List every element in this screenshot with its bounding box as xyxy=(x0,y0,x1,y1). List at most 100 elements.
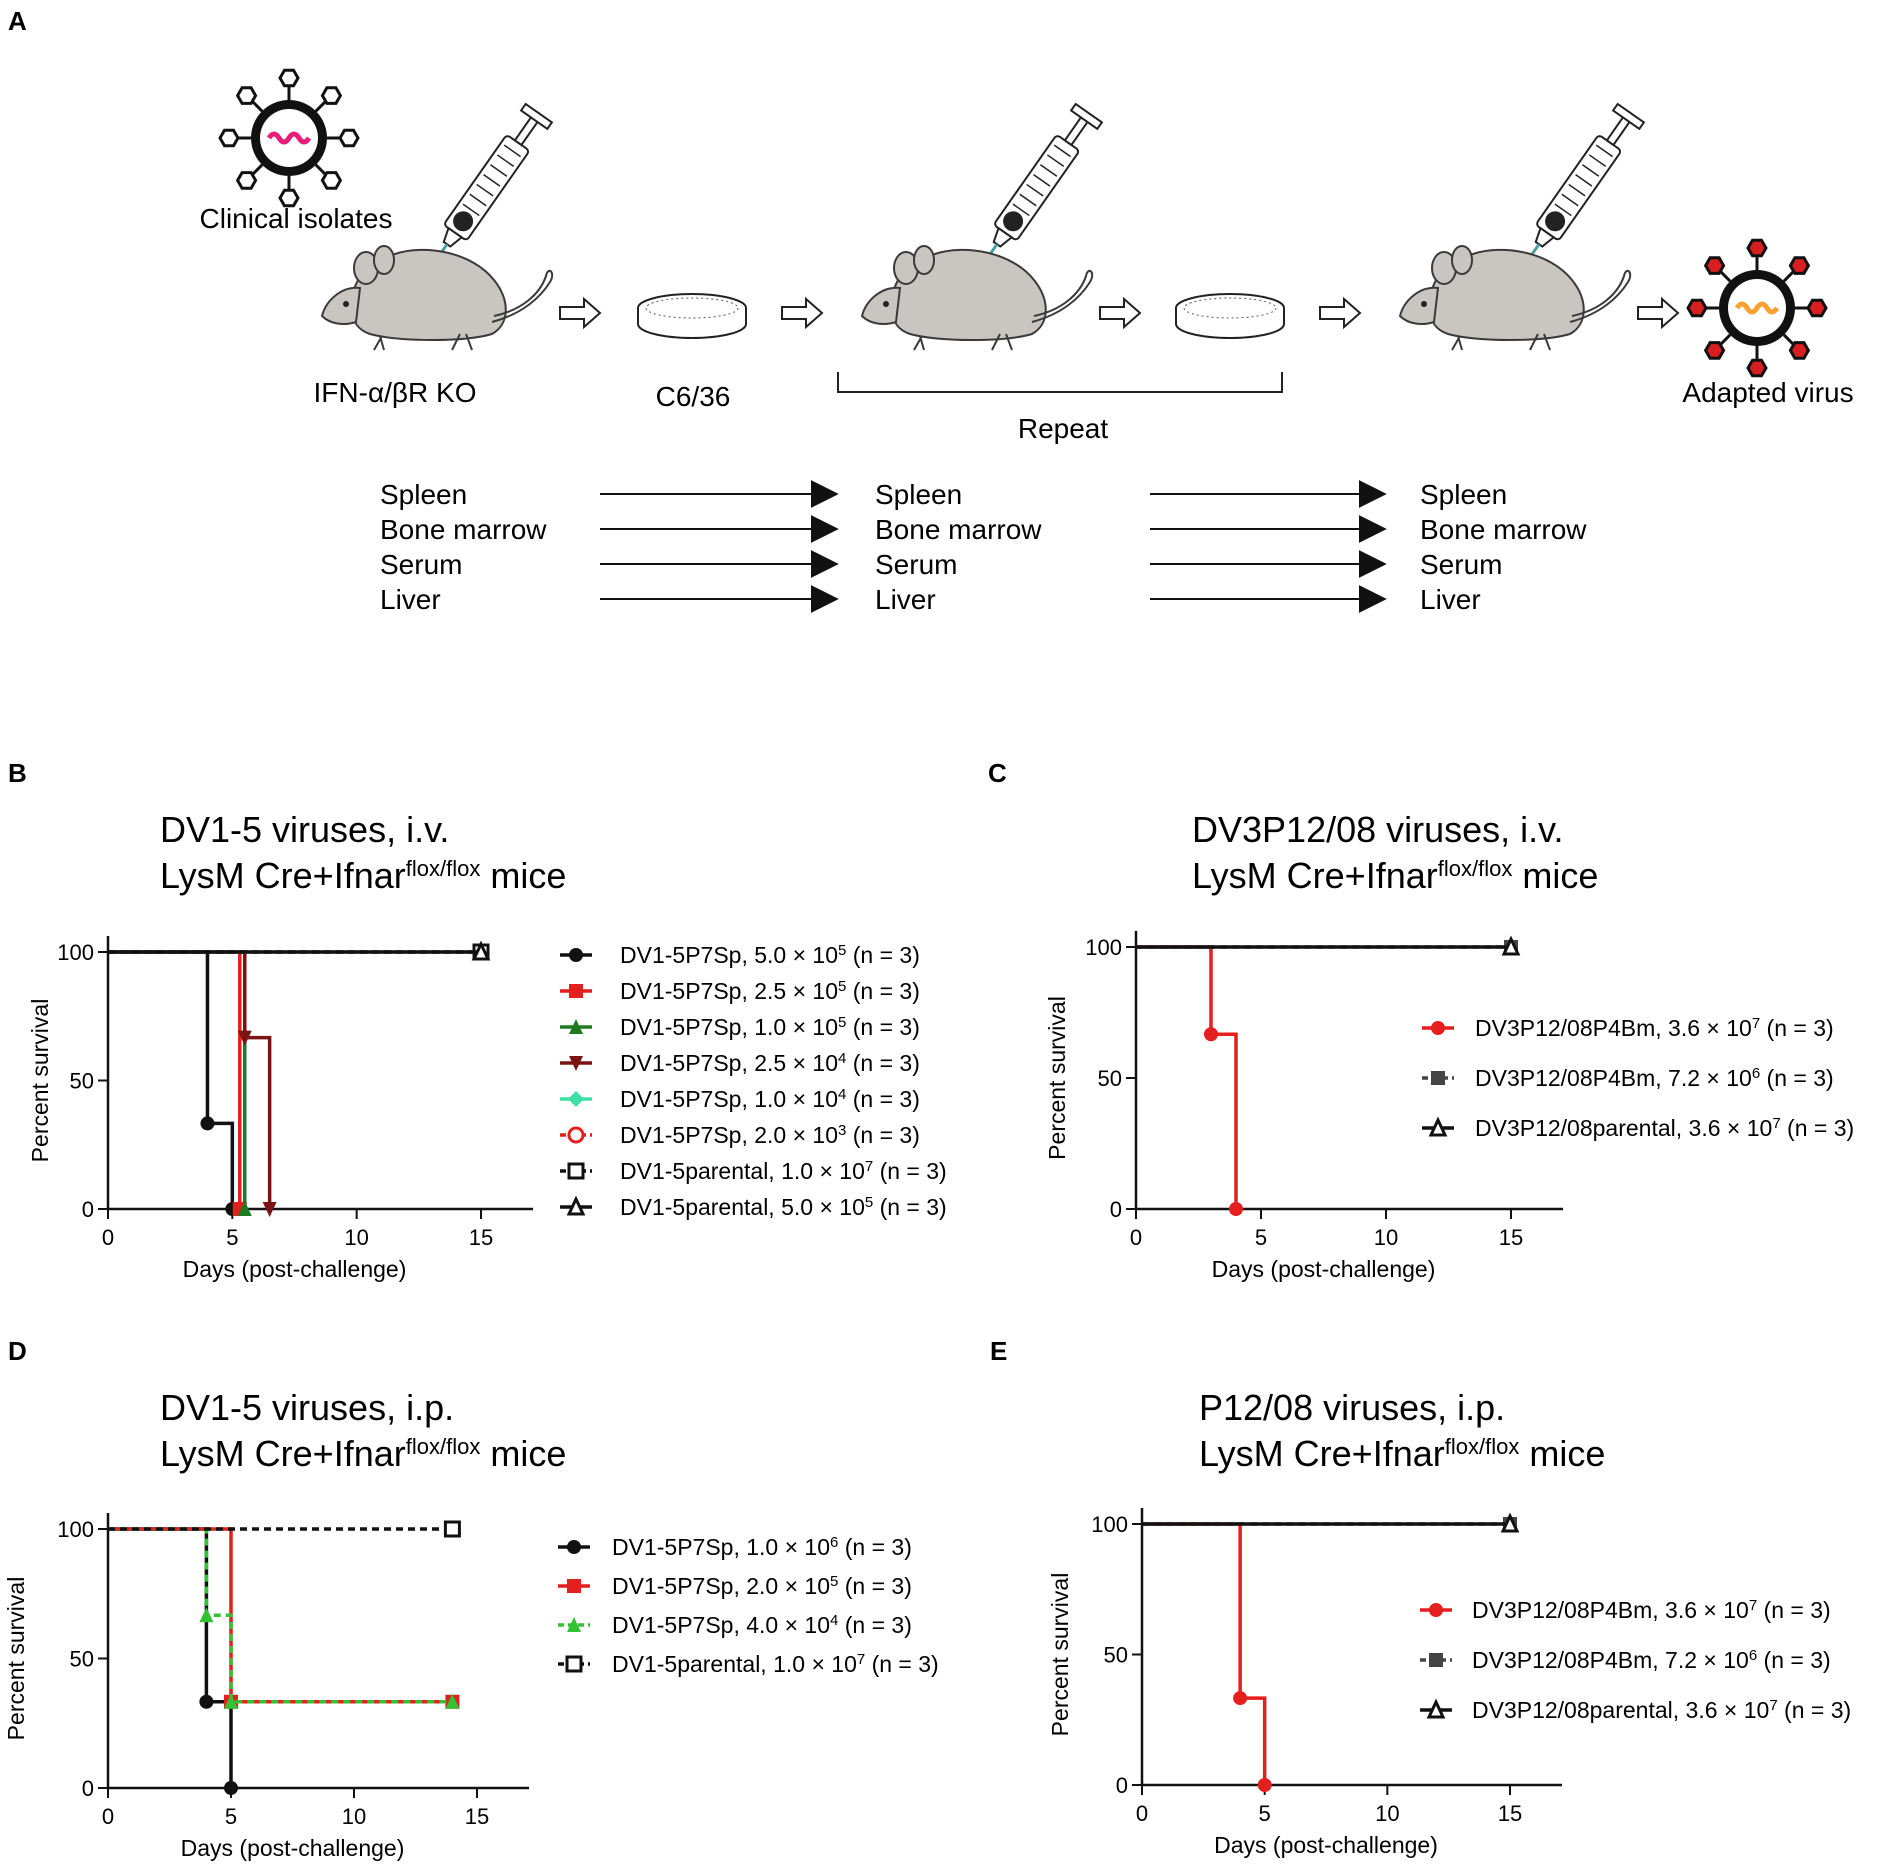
x-tick-label: 15 xyxy=(465,1804,489,1829)
y-tick-label: 0 xyxy=(1110,1197,1122,1222)
x-tick-label: 10 xyxy=(344,1225,368,1250)
legend-label: DV1-5P7Sp, 2.0 × 105 (n = 3) xyxy=(612,1573,912,1600)
legend-label: DV3P12/08parental, 3.6 × 107 (n = 3) xyxy=(1472,1697,1851,1724)
marker-square xyxy=(569,984,583,998)
culture-dish-icon xyxy=(1175,293,1285,339)
marker-triangle xyxy=(569,1019,583,1034)
virus-spike xyxy=(1719,333,1732,346)
marker-circle xyxy=(224,1781,238,1795)
virus-spike-head xyxy=(1686,298,1708,318)
virus-spike-head xyxy=(218,128,240,148)
y-tick-label: 100 xyxy=(57,940,94,965)
y-tick-label: 50 xyxy=(1098,1066,1122,1091)
chart-title: DV1-5 viruses, i.p. xyxy=(160,1387,454,1428)
virus-spike-head xyxy=(278,188,300,208)
marker-circle xyxy=(567,1540,581,1554)
organ-label: Bone marrow xyxy=(380,514,547,545)
marker-open-circle xyxy=(567,1126,585,1144)
virus-spike xyxy=(251,100,264,113)
virus-spike xyxy=(1719,270,1732,283)
y-tick-label: 50 xyxy=(70,1069,94,1094)
virus-spike-head xyxy=(278,68,300,88)
mouse-icon xyxy=(861,245,1094,351)
marker-circle xyxy=(1257,1778,1272,1792)
organ-list-middle: Spleen Bone marrow Serum Liver xyxy=(875,479,1042,615)
organ-label: Serum xyxy=(1420,549,1502,580)
chart-subtitle: LysM Cre+Ifnarflox/flox mice xyxy=(160,1433,566,1474)
virus-spike-head xyxy=(338,128,360,148)
virus-spike-head xyxy=(235,86,258,105)
virus-spike-head xyxy=(235,171,258,190)
organ-label: Liver xyxy=(1420,584,1481,615)
marker-down-triangle xyxy=(262,1202,277,1217)
x-tick-label: 15 xyxy=(1498,1801,1522,1826)
virus-spike xyxy=(314,163,327,176)
legend-label: DV1-5P7Sp, 1.0 × 106 (n = 3) xyxy=(612,1534,912,1561)
marker-open-square xyxy=(567,1162,585,1180)
clinical-virus-icon xyxy=(218,68,360,208)
y-axis-label: Percent survival xyxy=(3,1577,29,1741)
marker-triangle xyxy=(224,1693,238,1709)
survival-curve-2 xyxy=(108,1527,453,1704)
y-tick-label: 100 xyxy=(1091,1512,1128,1537)
x-tick-label: 0 xyxy=(1136,1801,1148,1826)
x-axis-label: Days (post-challenge) xyxy=(183,1256,407,1282)
virus-spike-head xyxy=(1746,238,1768,258)
virus-spike xyxy=(1782,333,1795,346)
virus-spike-head xyxy=(1788,256,1811,275)
x-tick-label: 10 xyxy=(1374,1225,1398,1250)
virus-spike-head xyxy=(1746,358,1768,378)
mouse-strain-label: IFN-α/βR KO xyxy=(314,377,477,408)
organ-label: Bone marrow xyxy=(875,514,1042,545)
clinical-isolates-label: Clinical isolates xyxy=(200,203,393,234)
y-tick-label: 50 xyxy=(70,1647,94,1672)
flow-arrow-icon xyxy=(1637,298,1679,328)
organ-label: Liver xyxy=(875,584,936,615)
chart-title: P12/08 viruses, i.p. xyxy=(1199,1387,1505,1428)
y-tick-label: 0 xyxy=(82,1197,94,1222)
survival-curve-1 xyxy=(1142,1522,1267,1785)
marker-square xyxy=(567,1579,581,1593)
marker-square xyxy=(1431,1071,1445,1085)
organ-arrows xyxy=(600,480,1387,613)
flow-arrow-icon xyxy=(1319,298,1361,328)
x-tick-label: 0 xyxy=(1130,1225,1142,1250)
marker-circle xyxy=(1204,1027,1218,1042)
x-tick-label: 15 xyxy=(1499,1225,1523,1250)
virus-spike-head xyxy=(1703,256,1726,275)
virus-rna xyxy=(266,131,312,145)
marker-circle xyxy=(569,948,583,962)
marker-circle xyxy=(1233,1691,1248,1706)
legend-label: DV1-5P7Sp, 2.5 × 104 (n = 3) xyxy=(620,1050,920,1077)
legend-label: DV1-5P7Sp, 1.0 × 105 (n = 3) xyxy=(620,1014,920,1041)
legend-label: DV1-5parental, 5.0 × 105 (n = 3) xyxy=(620,1194,947,1221)
marker-open-triangle xyxy=(1426,1698,1446,1719)
y-tick-label: 0 xyxy=(1116,1773,1128,1798)
legend-label: DV1-5P7Sp, 2.5 × 105 (n = 3) xyxy=(620,978,920,1005)
virus-rna xyxy=(1734,301,1780,315)
y-tick-label: 100 xyxy=(57,1517,94,1542)
y-tick-label: 50 xyxy=(1104,1643,1128,1668)
repeat-bracket xyxy=(837,372,1283,393)
virus-spike-head xyxy=(320,86,343,105)
panel-letter: C xyxy=(988,758,1007,788)
legend-label: DV1-5P7Sp, 5.0 × 105 (n = 3) xyxy=(620,942,920,969)
flow-arrow-icon xyxy=(559,298,601,328)
x-tick-label: 0 xyxy=(102,1804,114,1829)
virus-spike-head xyxy=(1806,298,1828,318)
marker-open-triangle xyxy=(471,940,491,961)
x-tick-label: 10 xyxy=(1375,1801,1399,1826)
x-tick-label: 15 xyxy=(469,1225,493,1250)
y-axis-label: Percent survival xyxy=(1047,1573,1073,1737)
marker-down-triangle xyxy=(237,1030,252,1046)
marker-open-triangle xyxy=(1428,1116,1448,1137)
y-axis-label: Percent survival xyxy=(1044,996,1070,1160)
legend-label: DV3P12/08parental, 3.6 × 107 (n = 3) xyxy=(1475,1115,1854,1142)
virus-spike xyxy=(251,163,264,176)
x-tick-label: 5 xyxy=(225,1804,237,1829)
